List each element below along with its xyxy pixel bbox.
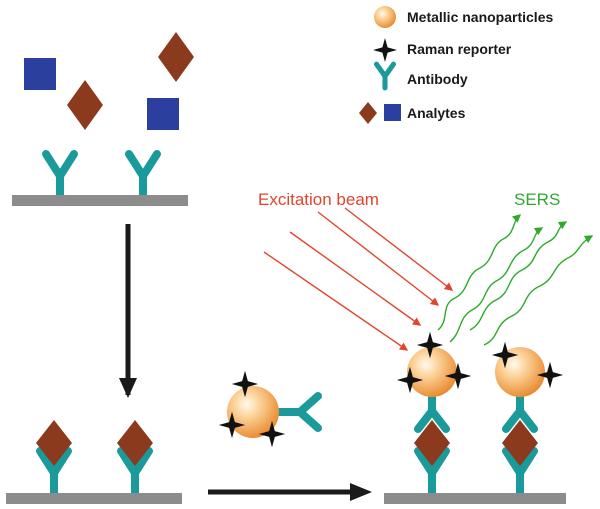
square-analyte-legend-icon <box>384 104 401 121</box>
excitation-beam: Excitation beam <box>258 190 454 351</box>
raman-reporter-legend-icon <box>373 38 397 62</box>
legend-nanoparticles-label: Metallic nanoparticles <box>407 9 553 25</box>
legend-analytes-label: Analytes <box>407 105 466 121</box>
antibody <box>36 447 72 497</box>
diamond-analyte <box>67 80 103 130</box>
antibody <box>502 447 538 497</box>
square-analyte <box>147 98 179 130</box>
substrate <box>6 493 182 504</box>
nanoparticle-legend-icon <box>374 6 396 28</box>
step-arrow-right <box>208 483 372 501</box>
antibody <box>414 447 450 497</box>
panel-capture <box>12 32 194 206</box>
diamond-analyte <box>158 32 194 82</box>
square-analyte <box>24 58 56 90</box>
antibody-legend-icon <box>373 61 397 91</box>
sers-label: SERS <box>514 190 560 209</box>
antibody <box>42 150 78 200</box>
legend-antibody-label: Antibody <box>407 71 468 87</box>
step-arrow-down <box>119 224 137 398</box>
antibody <box>414 393 450 433</box>
panel-sandwich <box>384 331 566 504</box>
diamond-analyte <box>414 420 450 466</box>
metallic-nanoparticle <box>495 347 545 397</box>
diamond-analyte <box>36 420 72 466</box>
metallic-nanoparticle <box>407 347 457 397</box>
sers-tag <box>218 370 322 448</box>
antibody <box>125 150 161 200</box>
substrate <box>12 195 188 206</box>
diamond-analyte <box>502 420 538 466</box>
panel-analyte-bound <box>6 420 182 504</box>
diamond-analyte <box>117 420 153 466</box>
excitation-beam-label: Excitation beam <box>258 190 379 209</box>
antibody <box>117 447 153 497</box>
legend-reporter-label: Raman reporter <box>407 41 512 57</box>
legend: Metallic nanoparticles Raman reporter An… <box>359 6 553 124</box>
substrate <box>384 493 566 504</box>
diamond-analyte-legend-icon <box>359 102 377 124</box>
sers-signal: SERS <box>437 190 594 346</box>
antibody <box>502 393 538 433</box>
